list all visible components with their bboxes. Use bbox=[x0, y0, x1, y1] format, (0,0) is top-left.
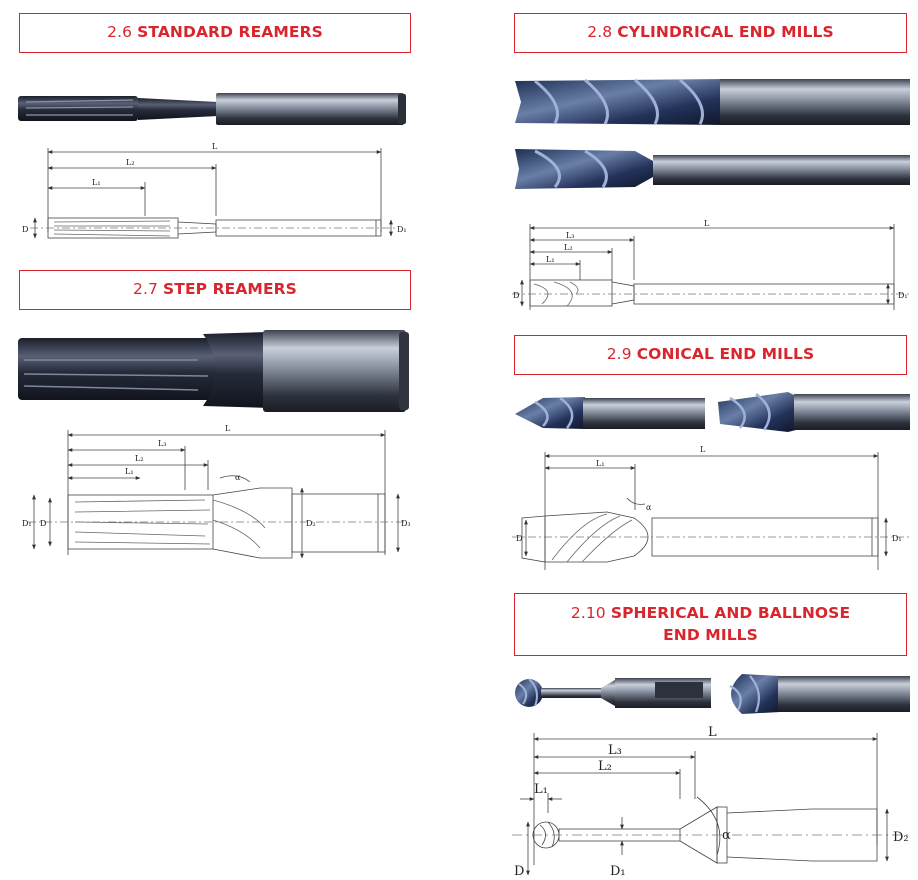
section-number: 2.10 bbox=[570, 604, 606, 622]
ballnose-end-mill-drawing: L L₃ L₂ L₁ α D D₁ D₂ bbox=[512, 725, 910, 879]
heading-conical-end-mills: 2.9 CONICAL END MILLS bbox=[514, 335, 907, 375]
section-title: SPHERICAL AND BALLNOSE bbox=[610, 604, 851, 622]
section-title-line2: END MILLS bbox=[663, 626, 758, 644]
conical-end-mill-photo-1 bbox=[515, 396, 705, 429]
dim-D: D bbox=[40, 519, 46, 528]
conical-end-mill-drawing: L L₁ α D D₁ bbox=[512, 445, 910, 570]
dim-L1: L₁ bbox=[125, 467, 134, 476]
dim-L2: L₂ bbox=[598, 759, 612, 774]
dim-L3: L₃ bbox=[158, 439, 167, 448]
dim-D1: D₁ bbox=[610, 864, 626, 879]
dim-L: L bbox=[708, 725, 717, 740]
dim-D2: D₂ bbox=[306, 519, 316, 528]
conical-end-mill-photo-2 bbox=[718, 392, 910, 432]
cylindrical-end-mill-drawing: L L₃ L₂ L₁ D D₁ bbox=[512, 219, 910, 310]
section-title: STANDARD REAMERS bbox=[137, 23, 323, 41]
dim-L1: L₁ bbox=[546, 255, 555, 264]
ballnose-end-mill-photo-1 bbox=[515, 678, 711, 708]
section-number: 2.9 bbox=[606, 345, 632, 363]
dim-L: L bbox=[212, 142, 218, 151]
dim-D3: D₃ bbox=[401, 519, 411, 528]
dim-L2: L₂ bbox=[564, 243, 573, 252]
dim-L3: L₃ bbox=[608, 743, 622, 758]
heading-standard-reamers: 2.6 STANDARD REAMERS bbox=[19, 13, 411, 53]
dim-L2: L₂ bbox=[135, 454, 144, 463]
section-number: 2.6 bbox=[107, 23, 133, 41]
step-reamer-drawing: L L₃ L₂ L₁ α D₁ D D₂ D₃ bbox=[22, 424, 411, 559]
section-number: 2.7 bbox=[133, 280, 158, 298]
ballnose-end-mill-photo-2 bbox=[729, 674, 910, 714]
dim-L1: L₁ bbox=[534, 782, 548, 797]
standard-reamer-drawing: L L₂ L₁ D D₁ bbox=[22, 142, 407, 239]
dim-D: D bbox=[514, 864, 524, 879]
dim-D: D bbox=[516, 534, 522, 543]
heading-spherical-ballnose-end-mills: 2.10 SPHERICAL AND BALLNOSE END MILLS bbox=[514, 593, 907, 656]
dim-L3: L₃ bbox=[566, 231, 575, 240]
dim-alpha: α bbox=[235, 473, 241, 482]
dim-L: L bbox=[704, 219, 710, 228]
section-title: STEP REAMERS bbox=[163, 280, 297, 298]
step-reamer-photo bbox=[18, 330, 409, 412]
cylindrical-end-mill-photo-2 bbox=[515, 149, 910, 189]
standard-reamer-photo bbox=[18, 93, 406, 125]
dim-L: L bbox=[225, 424, 231, 433]
section-title: CONICAL END MILLS bbox=[636, 345, 815, 363]
heading-step-reamers: 2.7 STEP REAMERS bbox=[19, 270, 411, 310]
dim-D: D bbox=[513, 291, 519, 300]
dim-L2: L₂ bbox=[126, 158, 135, 167]
dim-D1: D₁ bbox=[397, 225, 407, 234]
heading-cylindrical-end-mills: 2.8 CYLINDRICAL END MILLS bbox=[514, 13, 907, 53]
dim-L: L bbox=[700, 445, 706, 454]
section-number: 2.8 bbox=[587, 23, 613, 41]
cylindrical-end-mill-photo-1 bbox=[515, 78, 910, 125]
dim-alpha: α bbox=[722, 828, 731, 843]
dim-L1: L₁ bbox=[92, 178, 101, 187]
dim-D1: D₁ bbox=[892, 534, 902, 543]
dim-alpha: α bbox=[646, 503, 652, 512]
dim-D1: D₁ bbox=[898, 291, 908, 300]
dim-D: D bbox=[22, 225, 28, 234]
section-title: CYLINDRICAL END MILLS bbox=[617, 23, 834, 41]
dim-D2: D₂ bbox=[893, 830, 909, 845]
dim-D1: D₁ bbox=[22, 519, 32, 528]
dim-L1: L₁ bbox=[596, 459, 605, 468]
